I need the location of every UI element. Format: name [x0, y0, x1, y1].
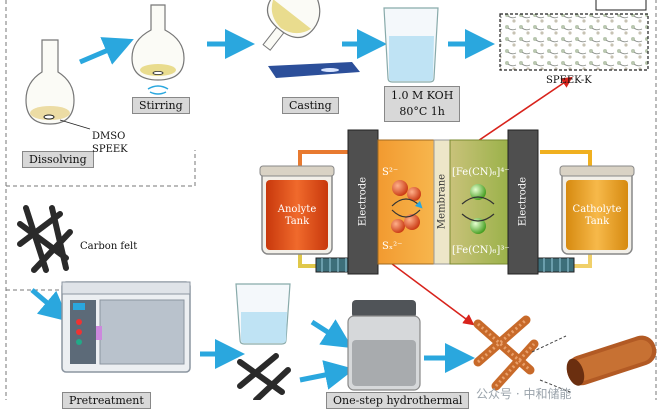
ferricyanide-label: [Fe(CN)₆]³⁻	[452, 245, 510, 256]
diagram-graphics	[5, 0, 657, 400]
catholyte-word: Catholyte	[572, 204, 622, 215]
ferrocyanide-label: [Fe(CN)₆]⁴⁻	[452, 167, 510, 178]
dmso-label: DMSO	[92, 131, 126, 142]
watermark-text: 公众号 · 中和储能	[476, 387, 572, 401]
speek-k-label: SPEEK-K	[546, 75, 592, 86]
casting-label: Casting	[282, 97, 339, 114]
koh-condition-box: 1.0 M KOH 80°C 1h	[384, 86, 461, 122]
speek-label: SPEEK	[92, 144, 128, 155]
hydrothermal-label: One-step hydrothermal	[326, 392, 470, 409]
polysulfide-species-label: Sₓ²⁻	[382, 241, 403, 252]
anolyte-word: Anolyte	[277, 204, 317, 215]
catholyte-tank-label: Catholyte Tank	[566, 204, 628, 228]
pretreatment-label: Pretreatment	[62, 392, 151, 409]
anolyte-tank-label: Anolyte Tank	[266, 204, 328, 228]
anolyte-tank-word: Tank	[284, 216, 310, 227]
stirring-label: Stirring	[132, 97, 190, 114]
membrane-label: Membrane	[436, 173, 448, 230]
koh-temperature-time: 80°C 1h	[399, 105, 445, 118]
carbon-felt-label: Carbon felt	[80, 241, 138, 252]
dissolving-label: Dissolving	[22, 151, 94, 168]
sulfide-species-label: S²⁻	[382, 167, 399, 178]
koh-concentration: 1.0 M KOH	[391, 89, 454, 102]
diagram-canvas: Dissolving DMSO SPEEK Stirring Casting 1…	[5, 0, 657, 409]
right-electrode-label: Electrode	[517, 176, 529, 227]
catholyte-tank-word: Tank	[584, 216, 610, 227]
left-electrode-label: Electrode	[357, 176, 369, 227]
